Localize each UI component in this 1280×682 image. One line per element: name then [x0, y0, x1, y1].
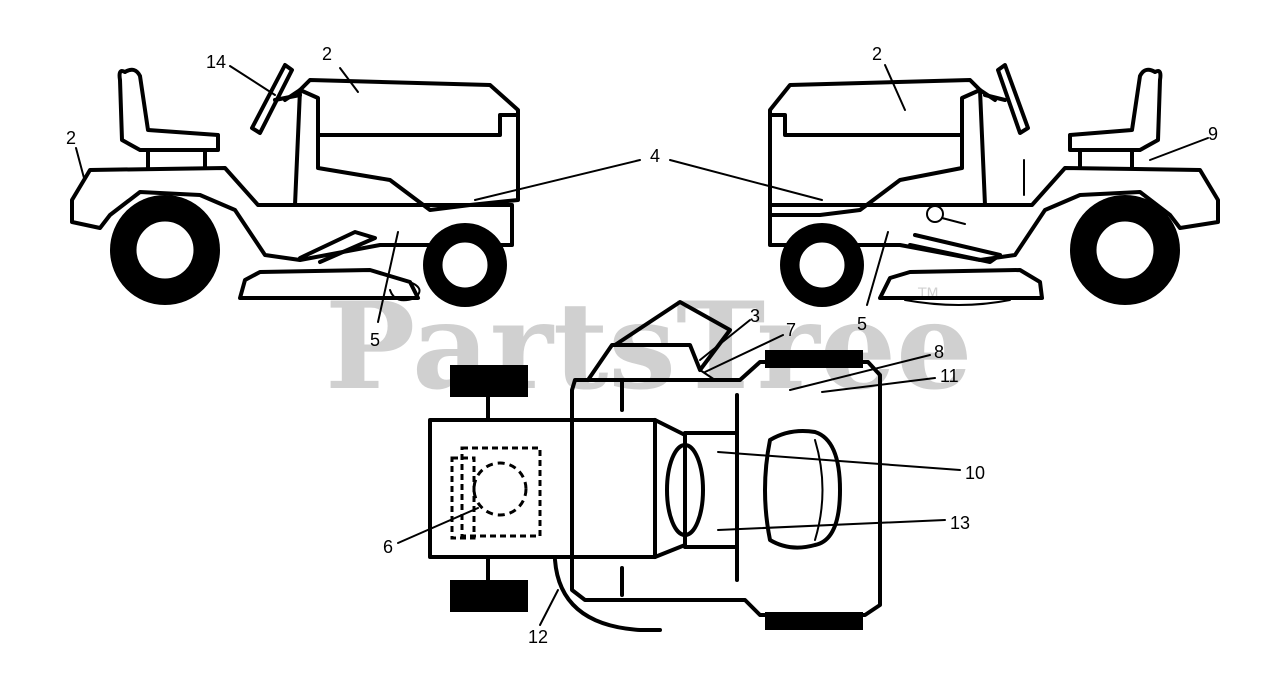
callout-right-hood: 2 [872, 44, 882, 64]
left-tractor [70, 63, 520, 307]
callout-left-fender: 2 [66, 128, 76, 148]
callout-dash-13: 13 [950, 513, 970, 533]
callout-right-fender: 9 [1208, 124, 1218, 144]
callout-chute-3: 3 [750, 306, 760, 326]
callout-labels: 2 2 14 4 5 2 9 5 3 7 8 11 10 13 6 12 [66, 44, 1218, 647]
callout-engine-6: 6 [383, 537, 393, 557]
callout-deck-11: 11 [940, 366, 959, 386]
callout-left-frame: 5 [370, 330, 380, 350]
callout-dash-10: 10 [965, 463, 985, 483]
callout-deck-8: 8 [934, 342, 944, 362]
leader-lines [75, 64, 1209, 626]
callout-rear-12: 12 [528, 627, 548, 647]
callout-left-steering: 14 [206, 52, 226, 72]
callout-right-frame: 5 [857, 314, 867, 334]
callout-hood-side: 4 [650, 146, 660, 166]
top-view-tractor [428, 300, 882, 632]
callout-chute-7: 7 [786, 320, 796, 340]
right-tractor [768, 63, 1220, 307]
callout-left-hood: 2 [322, 44, 332, 64]
